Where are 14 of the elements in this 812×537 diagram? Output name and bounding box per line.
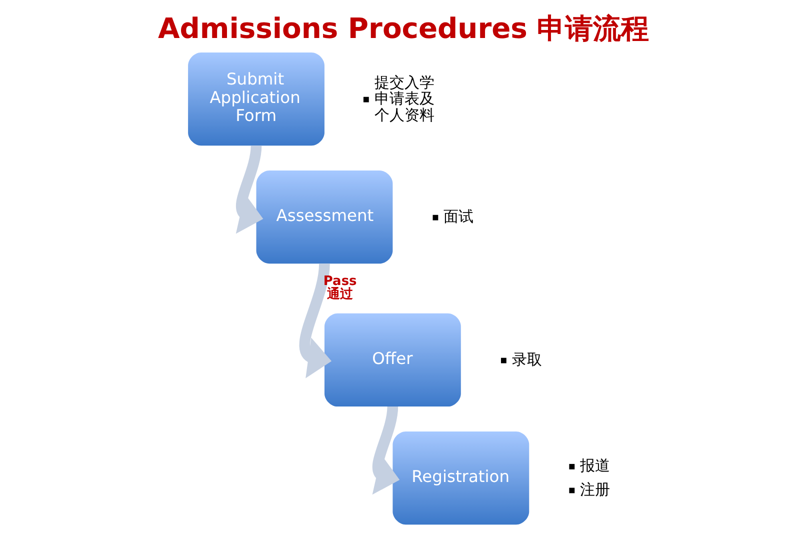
- node-label: 提交入学申请表及个人资料: [374, 73, 434, 124]
- node-box: Registration: [392, 431, 529, 525]
- diagram-title: Admissions Procedures 申请流程: [157, 12, 649, 46]
- edge-label: Pass 通过: [322, 274, 356, 302]
- arrow: [372, 406, 400, 495]
- node-label: 注册: [580, 480, 610, 498]
- node-label: 报道: [580, 456, 610, 475]
- arrow: [298, 263, 332, 378]
- node-label: 面试: [443, 208, 474, 226]
- node-box: Offer: [324, 313, 460, 407]
- node-box: Submit Application Form: [188, 52, 324, 146]
- node-label: 录取: [511, 350, 542, 369]
- node-box: Assessment: [256, 170, 392, 264]
- arrow: [235, 145, 263, 234]
